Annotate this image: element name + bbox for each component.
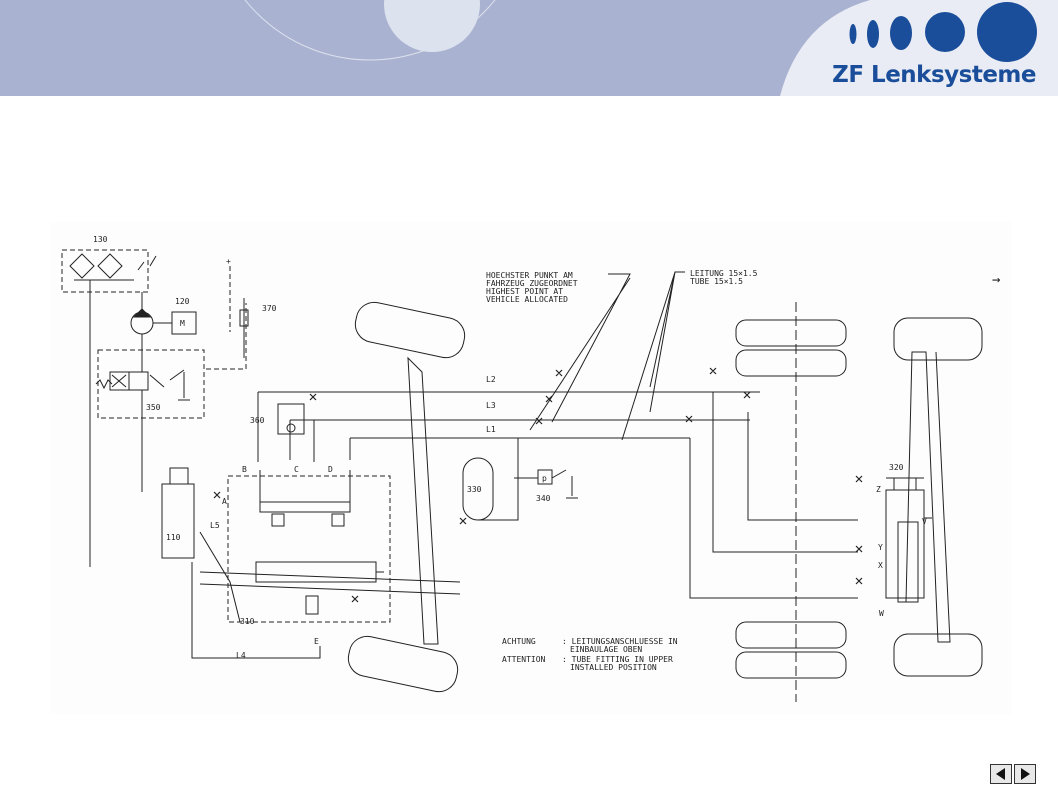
schematic-drawing: 130 120 M 370 350 360 110 310 330 340 32…	[61, 235, 1000, 702]
label-port-x: X	[878, 561, 883, 570]
label-motor: M	[180, 319, 185, 328]
valve-350-box	[97, 349, 205, 419]
label-port-b: B	[242, 465, 247, 474]
label-port-w: W	[879, 609, 884, 618]
filter-symbols	[69, 253, 123, 279]
rear-linkage	[905, 351, 951, 643]
note-highest-1: HOECHSTER PUNKT AM	[486, 271, 573, 280]
label-370: 370	[262, 304, 277, 313]
direction-arrow-icon: →	[992, 272, 1000, 288]
label-l1: L1	[486, 425, 496, 434]
block-310	[227, 475, 391, 623]
label-120: 120	[175, 297, 190, 306]
header-decoration	[244, 0, 1058, 96]
label-360: 360	[250, 416, 265, 425]
header-band: ZF Lenksysteme	[0, 0, 1058, 96]
label-340: 340	[536, 494, 551, 503]
front-wheel-top	[354, 301, 466, 359]
note-leader-highest-point	[529, 273, 631, 431]
note-achtung-text2: EINBAULAGE OBEN	[570, 645, 642, 654]
logo-dot-3	[890, 16, 912, 50]
reservoir-unit-box	[61, 249, 149, 293]
tie-rod	[407, 356, 439, 645]
logo-dot-4	[925, 12, 965, 52]
switch-350	[169, 369, 190, 401]
pressure-switch-340	[537, 469, 553, 485]
next-slide-button[interactable]	[1014, 764, 1036, 784]
label-port-v: V	[922, 517, 927, 526]
valve-310	[305, 595, 319, 615]
note-highest-2: FAHRZEUG ZUGEORDNET	[486, 279, 578, 288]
next-arrow-icon	[1021, 768, 1030, 780]
note-highest-3: HIGHEST POINT AT	[486, 287, 563, 296]
label-l5: L5	[210, 521, 220, 530]
logo-dot-1	[849, 24, 857, 44]
label-plus: +	[226, 257, 231, 266]
vent-markers	[213, 367, 863, 603]
logo-dot-2	[867, 20, 879, 48]
steering-gear-110	[161, 483, 195, 559]
note-attention-text: : TUBE FITTING IN UPPER	[562, 655, 673, 664]
note-tube-2: TUBE 15×1.5	[690, 277, 743, 286]
cylinder-320	[885, 489, 925, 599]
label-l2: L2	[486, 375, 496, 384]
rear-wheel-top	[893, 317, 983, 361]
label-310: 310	[240, 617, 255, 626]
front-wheel-bottom	[347, 635, 459, 693]
label-pressure: p	[542, 474, 547, 483]
logo-dot-5	[977, 2, 1037, 62]
prev-arrow-icon	[996, 768, 1005, 780]
label-port-d: D	[328, 465, 333, 474]
label-port-a: A	[222, 497, 227, 506]
note-highest-4: VEHICLE ALLOCATED	[486, 295, 568, 304]
label-port-c: C	[294, 465, 299, 474]
cylinder-310	[255, 561, 377, 583]
label-330: 330	[467, 485, 482, 494]
label-port-e: E	[314, 637, 319, 646]
hydraulic-schematic: 130 120 M 370 350 360 110 310 330 340 32…	[50, 222, 1012, 714]
note-attention-text2: INSTALLED POSITION	[570, 663, 657, 672]
note-achtung-label: ACHTUNG	[502, 637, 536, 646]
note-achtung-text: : LEITUNGSANSCHLUESSE IN	[562, 637, 678, 646]
valve-360	[277, 403, 305, 435]
label-110: 110	[166, 533, 181, 542]
label-port-y: Y	[878, 543, 883, 552]
label-350: 350	[146, 403, 161, 412]
brand-logo-text: ZF Lenksysteme	[832, 62, 1036, 88]
note-tube-1: LEITUNG 15×1.5	[690, 269, 758, 278]
label-port-z: Z	[876, 485, 881, 494]
label-l4: L4	[236, 651, 246, 660]
label-l3: L3	[486, 401, 496, 410]
label-130: 130	[93, 235, 108, 244]
prev-slide-button[interactable]	[990, 764, 1012, 784]
note-attention-label: ATTENTION	[502, 655, 546, 664]
label-320: 320	[889, 463, 904, 472]
